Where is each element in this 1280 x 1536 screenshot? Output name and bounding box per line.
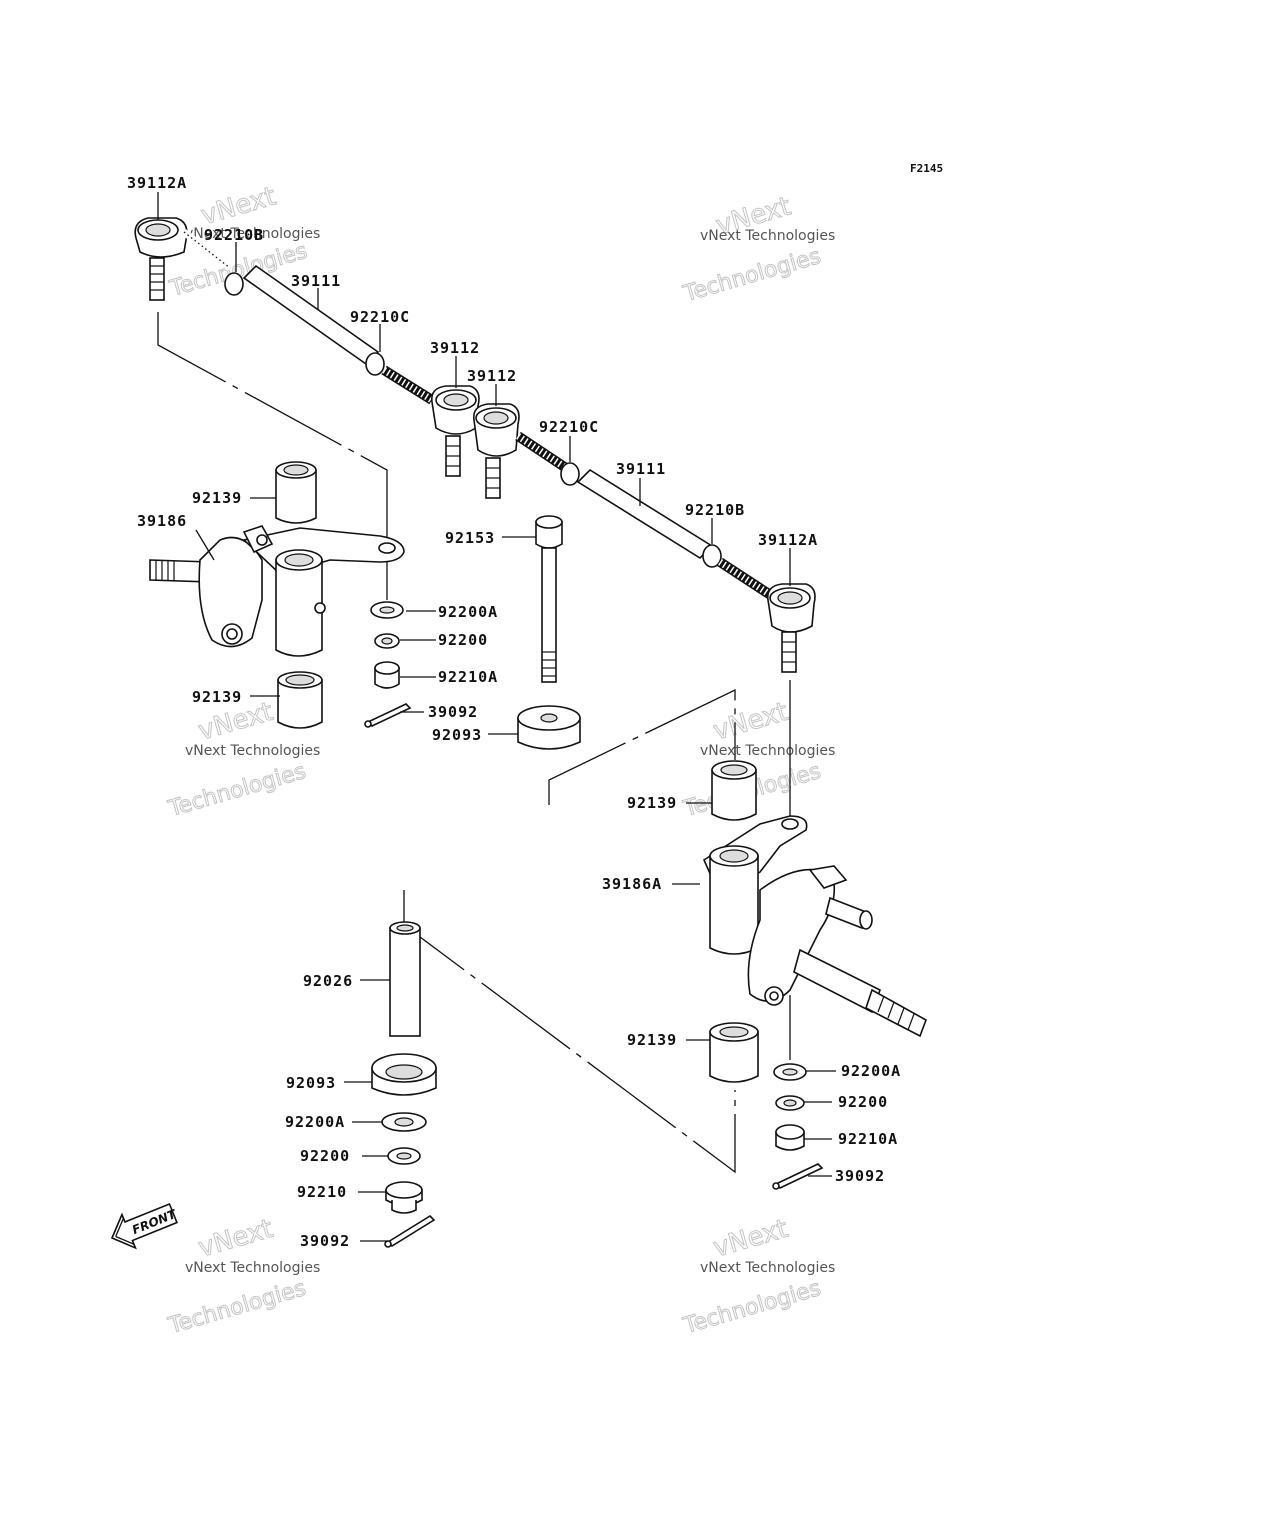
- right-arm-hardware: [772, 1063, 824, 1190]
- watermark-technologies: Technologies: [165, 1276, 309, 1339]
- part-label: 92139: [192, 489, 242, 507]
- part-label: 39186: [137, 512, 187, 530]
- part-label: 92200: [300, 1147, 350, 1165]
- part-label: 92026: [303, 972, 353, 990]
- part-label: 39112: [467, 367, 517, 385]
- watermark-vnext: vNext: [710, 697, 791, 747]
- tie-rod-end-39112-a: [430, 385, 480, 477]
- knuckle-left-39186: [149, 461, 405, 729]
- tie-rod-right: [472, 403, 816, 673]
- front-arrow: FRONT: [110, 1202, 179, 1250]
- watermark-technologies: Technologies: [680, 1276, 824, 1339]
- watermark-technologies: Technologies: [165, 759, 309, 822]
- part-label: 92200A: [285, 1113, 345, 1131]
- part-label: 92210B: [685, 501, 745, 519]
- part-labels: 39112A 92210B 39111 92210C 39112 39112 9…: [127, 174, 901, 1250]
- assembly-lines: [157, 312, 791, 1174]
- part-label: 39186A: [602, 875, 662, 893]
- part-label: 92093: [432, 726, 482, 744]
- bolt-92153: [535, 515, 563, 683]
- part-label: 92139: [627, 794, 677, 812]
- part-label: 39112A: [758, 531, 818, 549]
- watermark-vnext: vNext: [710, 1214, 791, 1264]
- watermark: vNext vNext Technologies Technologies: [680, 191, 836, 308]
- part-label: 92210A: [438, 668, 498, 686]
- part-label: 39092: [428, 703, 478, 721]
- tie-rod-left: [134, 217, 480, 477]
- watermark-vnext: vNext: [195, 1214, 276, 1264]
- part-label: 92139: [192, 688, 242, 706]
- part-label: 92210B: [204, 226, 264, 244]
- part-label: 92200: [438, 631, 488, 649]
- center-pivot-stack: [371, 921, 437, 1248]
- watermark-text: vNext Technologies: [185, 226, 320, 242]
- watermark-technologies: Technologies: [680, 244, 824, 307]
- part-label: 92210A: [838, 1130, 898, 1148]
- watermark-vnext: vNext: [198, 181, 279, 231]
- knuckle-right-39186A: [702, 760, 927, 1083]
- part-label: 39092: [835, 1167, 885, 1185]
- part-label: 92093: [286, 1074, 336, 1092]
- part-label: 92200: [838, 1093, 888, 1111]
- part-label: 39112: [430, 339, 480, 357]
- collar-92093-upper: [517, 705, 581, 750]
- left-arm-hardware: [364, 601, 412, 728]
- watermark-text: vNext Technologies: [185, 1260, 320, 1276]
- tie-rod-end-39112A-right: [766, 583, 816, 673]
- watermark-text: vNext Technologies: [700, 743, 835, 759]
- part-label: 92153: [445, 529, 495, 547]
- part-label: 39111: [616, 460, 666, 478]
- part-label: 39112A: [127, 174, 187, 192]
- watermark: vNext vNext Technologies Technologies: [165, 1213, 321, 1339]
- watermark-text: vNext Technologies: [700, 1260, 835, 1276]
- part-label: 39111: [291, 272, 341, 290]
- part-label: 92210C: [350, 308, 410, 326]
- part-label: 92210: [297, 1183, 347, 1201]
- part-label: 92200A: [841, 1062, 901, 1080]
- part-label: 92210C: [539, 418, 599, 436]
- part-label: 92139: [627, 1031, 677, 1049]
- tie-rod-end-39112-b: [472, 403, 520, 499]
- watermark: vNext vNext Technologies Technologies: [680, 1213, 836, 1339]
- part-label: 39092: [300, 1232, 350, 1250]
- diagram-code: F2145: [910, 162, 943, 175]
- part-label: 92200A: [438, 603, 498, 621]
- watermark-text: vNext Technologies: [185, 743, 320, 759]
- watermark-text: vNext Technologies: [700, 228, 835, 244]
- leader-lines: [157, 192, 836, 1242]
- tie-rod-end-39112A-left: [134, 217, 188, 301]
